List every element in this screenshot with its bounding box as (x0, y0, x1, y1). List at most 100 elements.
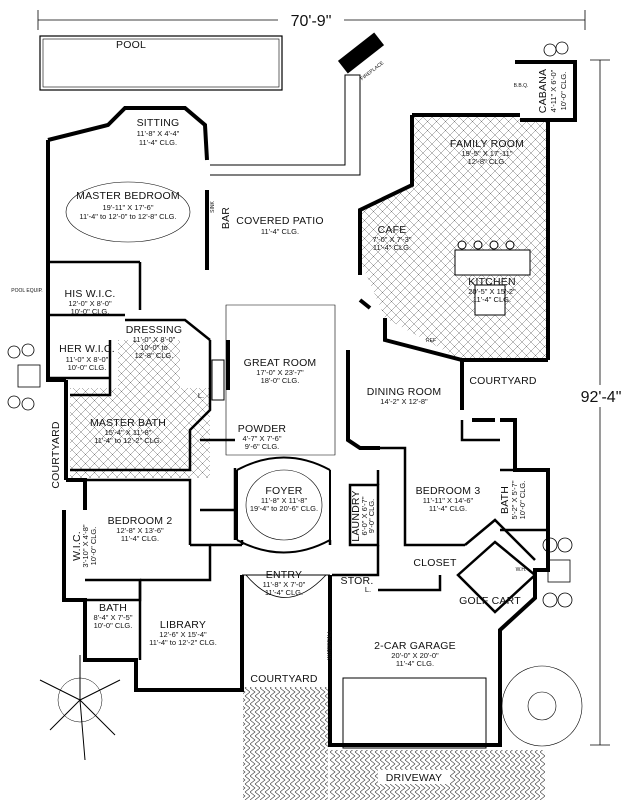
svg-text:COVERED PATIO: COVERED PATIO (236, 215, 323, 227)
svg-text:10'-0" CLG.: 10'-0" CLG. (559, 72, 568, 111)
l-left-label: L. (198, 391, 204, 400)
room-cabana: CABANA 4'-11" X 6'-0" 10'-0" CLG. (537, 69, 568, 113)
svg-text:11'-8" X 4'-4": 11'-8" X 4'-4" (137, 129, 180, 138)
room-bar: BAR (220, 207, 232, 229)
master-bath-tile (70, 388, 210, 478)
room-laundry: LAUNDRY 6'-0" X 6'-7" 9'-0" CLG. (350, 490, 376, 541)
room-family-room: FAMILY ROOM 19'-5" X 17'-11" 12'-8" CLG. (450, 138, 524, 166)
svg-text:MASTER BATH: MASTER BATH (90, 417, 166, 429)
svg-text:3'-10" X 4'-8": 3'-10" X 4'-8" (81, 524, 90, 568)
svg-text:12'-8" CLG.: 12'-8" CLG. (135, 351, 174, 360)
room-great-room: GREAT ROOM 17'-0" X 23'-7" 18'-0" CLG. (244, 357, 317, 385)
svg-text:STOR.: STOR. (341, 575, 374, 587)
room-stor: STOR. (341, 575, 374, 587)
svg-text:11'-4" CLG.: 11'-4" CLG. (396, 659, 434, 668)
svg-text:COURTYARD: COURTYARD (50, 421, 62, 489)
room-golf-cart: GOLF CART (459, 595, 521, 607)
fireplace-label: FIREPLACE (360, 60, 386, 82)
svg-text:COURTYARD: COURTYARD (469, 375, 537, 387)
sink-label: SINK (210, 201, 216, 213)
fireplace-great-room (211, 359, 225, 401)
svg-text:12'-8" X 13'-6": 12'-8" X 13'-6" (116, 526, 164, 535)
svg-text:ENTRY: ENTRY (266, 569, 302, 581)
svg-text:BATH: BATH (99, 602, 127, 614)
svg-text:CAFE: CAFE (378, 224, 407, 236)
svg-text:19'-4" to 20'-6" CLG.: 19'-4" to 20'-6" CLG. (250, 504, 318, 513)
room-bath-right: BATH 5'-2" X 5'-7" 10'-0" CLG. (499, 480, 527, 519)
svg-text:HIS W.I.C.: HIS W.I.C. (64, 288, 115, 300)
room-master-bath: MASTER BATH 15'-4" X 11'-8" 11'-4" to 12… (90, 417, 166, 445)
foyer-geometry (225, 304, 336, 598)
svg-text:9'-0" CLG.: 9'-0" CLG. (367, 499, 376, 534)
room-courtyard-bottom: COURTYARD (248, 672, 320, 685)
svg-text:11'-11" X 14'-6": 11'-11" X 14'-6" (423, 496, 474, 505)
svg-text:11'-4" CLG.: 11'-4" CLG. (429, 504, 467, 513)
pool-equip-label: POOL EQUIP. (11, 288, 42, 294)
svg-text:11'-4" to 12'-0" to 12'-8" CLG: 11'-4" to 12'-0" to 12'-8" CLG. (79, 212, 176, 221)
depth-dimension-label: 92'-4" (581, 389, 621, 406)
svg-text:11'-4" CLG.: 11'-4" CLG. (261, 227, 299, 236)
room-entry: ENTRY 11'-8" X 7'-0" 11'-4" CLG. (263, 569, 306, 597)
room-courtyard-left: COURTYARD (50, 421, 62, 489)
svg-text:BEDROOM 2: BEDROOM 2 (108, 515, 173, 527)
svg-text:11'-4" to 12'-2" CLG.: 11'-4" to 12'-2" CLG. (94, 436, 162, 445)
svg-text:7'-0" X 7'-3": 7'-0" X 7'-3" (372, 235, 411, 244)
svg-text:11'-4" CLG.: 11'-4" CLG. (265, 588, 303, 597)
svg-text:BATH: BATH (499, 486, 511, 514)
svg-text:HER W.I.C.: HER W.I.C. (59, 343, 115, 355)
svg-text:POWDER: POWDER (238, 423, 287, 435)
svg-text:5'-2" X 5'-7": 5'-2" X 5'-7" (510, 480, 519, 519)
svg-text:11'-8" X 11'-8": 11'-8" X 11'-8" (261, 496, 308, 505)
room-foyer: FOYER 11'-8" X 11'-8" 19'-4" to 20'-6" C… (250, 485, 318, 513)
pool (39, 35, 283, 91)
waterfall-label: WATERFALL (327, 630, 333, 659)
svg-text:DRESSING: DRESSING (126, 324, 182, 336)
svg-text:11'-4" CLG.: 11'-4" CLG. (121, 534, 159, 543)
fireplace-patio (337, 32, 385, 74)
svg-text:14'-2" X 12'-8": 14'-2" X 12'-8" (380, 397, 428, 406)
width-dimension-label: 70'-9" (291, 13, 332, 30)
svg-text:CABANA: CABANA (537, 69, 549, 113)
svg-text:18'-0" CLG.: 18'-0" CLG. (261, 376, 300, 385)
svg-text:12'-0" X 8'-0": 12'-0" X 8'-0" (68, 299, 112, 308)
svg-text:GREAT ROOM: GREAT ROOM (244, 357, 317, 369)
room-driveway: DRIVEWAY (378, 770, 450, 784)
svg-text:FOYER: FOYER (265, 485, 302, 497)
interior-walls (48, 260, 548, 660)
svg-text:11'-0" X 8'-0": 11'-0" X 8'-0" (133, 335, 176, 344)
svg-text:12'-8" CLG.: 12'-8" CLG. (468, 157, 507, 166)
svg-text:SITTING: SITTING (137, 117, 180, 129)
room-closet: CLOSET (413, 557, 457, 569)
room-garage: 2-CAR GARAGE 20'-0" X 20'-0" 11'-4" CLG. (374, 640, 456, 668)
courtyard-paving (243, 687, 328, 800)
svg-text:4'-7" X 7'-6": 4'-7" X 7'-6" (242, 434, 281, 443)
room-bedroom-3: BEDROOM 3 11'-11" X 14'-6" 11'-4" CLG. (416, 485, 481, 513)
svg-text:9'-6" CLG.: 9'-6" CLG. (245, 442, 280, 451)
svg-text:10'-0" CLG.: 10'-0" CLG. (518, 481, 527, 520)
svg-text:20'-0" X 20'-0": 20'-0" X 20'-0" (391, 651, 439, 660)
svg-text:10'-0" CLG.: 10'-0" CLG. (94, 621, 133, 630)
svg-text:BEDROOM 3: BEDROOM 3 (416, 485, 481, 497)
svg-text:10'-0" CLG.: 10'-0" CLG. (71, 307, 110, 316)
svg-text:BAR: BAR (220, 207, 232, 229)
svg-text:2-CAR GARAGE: 2-CAR GARAGE (374, 640, 456, 652)
svg-text:10'-0" CLG.: 10'-0" CLG. (89, 527, 98, 566)
svg-text:GOLF CART: GOLF CART (459, 595, 521, 607)
ref-label: REF (426, 338, 436, 344)
room-bath-left: BATH 8'-4" X 7'-5" 10'-0" CLG. (93, 602, 132, 630)
svg-text:17'-0" X 23'-7": 17'-0" X 23'-7" (256, 368, 304, 377)
room-courtyard-right: COURTYARD (469, 375, 537, 387)
bbq-label: B.B.Q. (514, 83, 529, 89)
room-cafe: CAFE 7'-0" X 7'-3" 11'-4" CLG. (372, 224, 411, 252)
landscaping (7, 41, 583, 761)
svg-text:POOL: POOL (116, 39, 146, 51)
kitchen-island (454, 240, 531, 316)
room-wic-small: W.I.C. 3'-10" X 4'-8" 10'-0" CLG. (71, 524, 98, 568)
svg-text:11'-4" CLG.: 11'-4" CLG. (139, 138, 177, 147)
svg-text:11'-8" X 7'-0": 11'-8" X 7'-0" (263, 580, 306, 589)
covered-patio-outline (210, 74, 361, 176)
svg-text:LIBRARY: LIBRARY (160, 619, 206, 631)
svg-text:KITCHEN: KITCHEN (468, 276, 516, 288)
svg-text:CLOSET: CLOSET (413, 557, 457, 569)
